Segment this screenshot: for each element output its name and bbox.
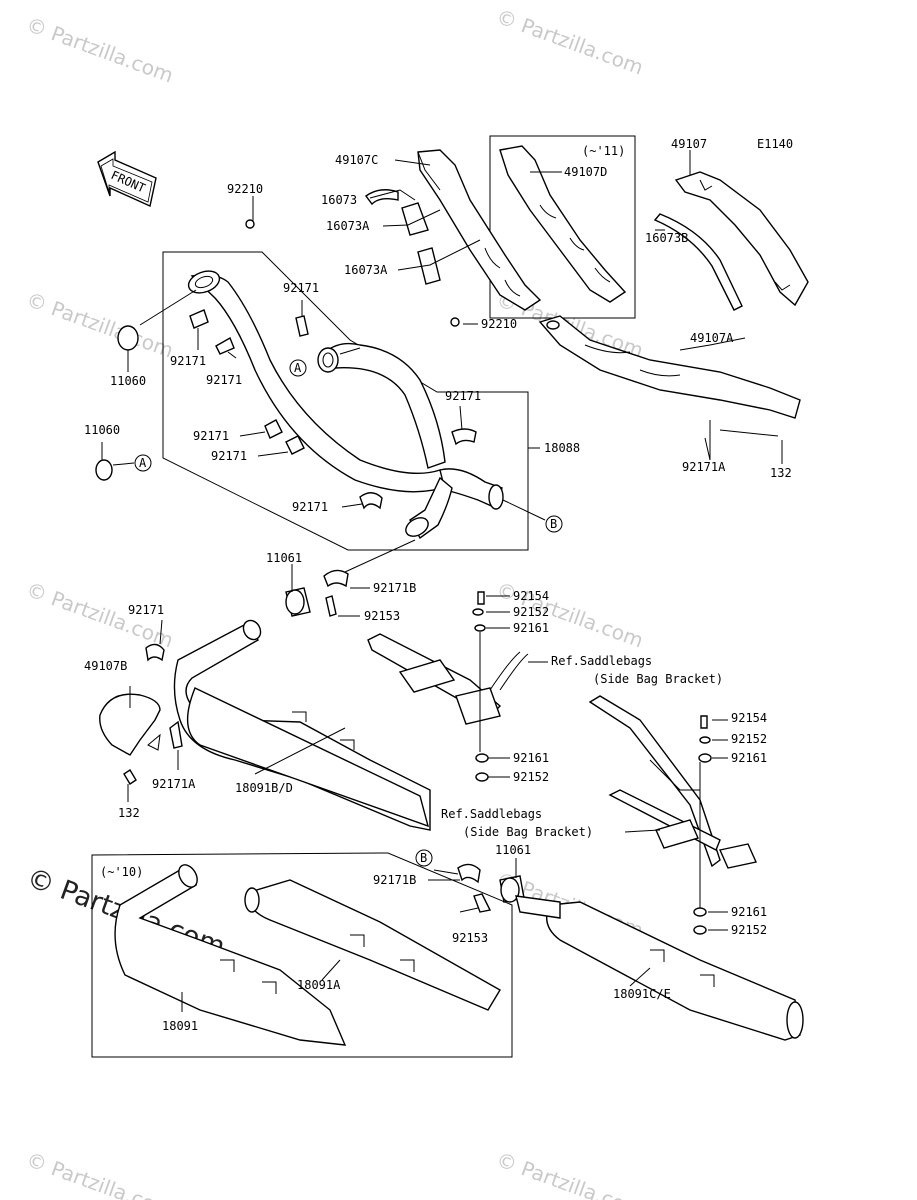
part-label: 49107C xyxy=(335,153,378,167)
part-label: 92171 xyxy=(206,373,242,387)
part-label: 92161 xyxy=(513,751,549,765)
heat-guard-49107D xyxy=(499,145,627,303)
svg-text:B: B xyxy=(420,851,427,865)
part-label: 132 xyxy=(770,466,792,480)
part-label: 92210 xyxy=(227,182,263,196)
diagram-code: E1140 xyxy=(757,137,793,151)
part-label: 18088 xyxy=(544,441,580,455)
part-label: 92171 xyxy=(283,281,319,295)
ref-side-bag-bracket: (Side Bag Bracket) xyxy=(463,825,593,839)
leader-lines xyxy=(101,150,783,1012)
ref-side-bag-bracket: (Side Bag Bracket) xyxy=(593,672,723,686)
part-label: 49107A xyxy=(690,331,734,345)
svg-text:B: B xyxy=(550,517,557,531)
part-label: 92153 xyxy=(364,609,400,623)
bolt-132-2 xyxy=(123,769,137,785)
small-clamps xyxy=(145,219,481,884)
watermark: © Partzilla.com xyxy=(493,1147,646,1200)
part-label: 92152 xyxy=(513,770,549,784)
ref-saddlebags: Ref.Saddlebags xyxy=(441,807,542,821)
part-label: 92171A xyxy=(682,460,726,474)
part-label: 16073 xyxy=(321,193,357,207)
part-label: 11060 xyxy=(84,423,120,437)
saddlebag-bracket-2 xyxy=(588,695,757,869)
part-label: 11061 xyxy=(495,843,531,857)
part-label: 92171A xyxy=(152,777,196,791)
part-label: 16073A xyxy=(326,219,370,233)
part-label: 16073A xyxy=(344,263,388,277)
clamp-92171A-2 xyxy=(169,720,183,749)
callout-B-1: B xyxy=(545,515,563,533)
clamp-16073A-1 xyxy=(401,202,429,236)
watermark: © Partzilla.com xyxy=(23,287,176,362)
part-label: 92154 xyxy=(731,711,767,725)
part-label: 49107D xyxy=(564,165,607,179)
part-label: 16073B xyxy=(645,231,688,245)
ref-saddlebags: Ref.Saddlebags xyxy=(551,654,652,668)
part-label: 92152 xyxy=(731,923,767,937)
part-label: 92152 xyxy=(513,605,549,619)
header-pipe-outline xyxy=(162,251,529,551)
part-label: 92210 xyxy=(481,317,517,331)
part-label: 11060 xyxy=(110,374,146,388)
gasket-11060-2 xyxy=(95,459,113,481)
part-label: 18091A xyxy=(297,978,341,992)
muffler-18091CE xyxy=(515,895,804,1041)
hardware xyxy=(325,591,712,935)
heat-guard-49107B xyxy=(99,693,161,756)
watermark: © Partzilla.com xyxy=(23,12,176,87)
heat-guard-49107C xyxy=(417,149,542,311)
header-pipe-18088 xyxy=(187,270,504,540)
part-label: 92161 xyxy=(731,905,767,919)
part-label: 92161 xyxy=(513,621,549,635)
part-label: 132 xyxy=(118,806,140,820)
part-label: 11061 xyxy=(266,551,302,565)
part-label: 92171 xyxy=(170,354,206,368)
part-label: 18091 xyxy=(162,1019,198,1033)
watermark: © Partzilla.com xyxy=(23,1147,176,1200)
saddlebag-bracket-1 xyxy=(367,633,529,725)
front-arrow-icon: FRONT xyxy=(97,150,157,207)
muffler-18091BD xyxy=(173,619,431,831)
part-label: 18091C/E xyxy=(613,987,671,1001)
part-label: 92171B xyxy=(373,873,416,887)
note-lower-box: (~'10) xyxy=(100,865,143,879)
part-label: 92154 xyxy=(513,589,549,603)
callout-A-2: A xyxy=(134,454,152,472)
svg-text:A: A xyxy=(294,361,302,375)
clamp-16073A-2 xyxy=(417,247,441,285)
part-labels: 49107C 16073 16073A 16073A 49107D 49107 … xyxy=(84,137,792,1033)
reference-labels: Ref.Saddlebags (Side Bag Bracket) Ref.Sa… xyxy=(441,654,723,839)
part-label: 92171B xyxy=(373,581,416,595)
clamp-16073 xyxy=(365,189,399,206)
part-label: 92171 xyxy=(292,500,328,514)
muffler-10-box xyxy=(91,852,513,1058)
part-label: 92153 xyxy=(452,931,488,945)
callout-A-1: A xyxy=(289,359,307,377)
svg-text:A: A xyxy=(139,456,147,470)
part-label: 49107 xyxy=(671,137,707,151)
connector-pipe-11061-1 xyxy=(285,587,311,617)
part-label: 92161 xyxy=(731,751,767,765)
watermark: © Partzilla.com xyxy=(493,4,646,79)
connector-pipe-11061-2 xyxy=(499,875,525,903)
callout-B-2: B xyxy=(415,849,433,867)
muffler-18091A xyxy=(244,879,501,1011)
part-label: 92171 xyxy=(445,389,481,403)
part-label: 92171 xyxy=(128,603,164,617)
gasket-11060-1 xyxy=(117,325,139,351)
part-label: 18091B/D xyxy=(235,781,293,795)
heat-guard-49107A xyxy=(538,315,801,419)
part-label: 92171 xyxy=(193,429,229,443)
heat-guard-16073B xyxy=(653,213,743,311)
part-label: 92171 xyxy=(211,449,247,463)
part-label: 49107B xyxy=(84,659,127,673)
heat-guard-49107 xyxy=(674,171,809,307)
part-label: 92152 xyxy=(731,732,767,746)
note-upper-box: (~'11) xyxy=(582,144,625,158)
muffler-18091 xyxy=(114,864,347,1046)
